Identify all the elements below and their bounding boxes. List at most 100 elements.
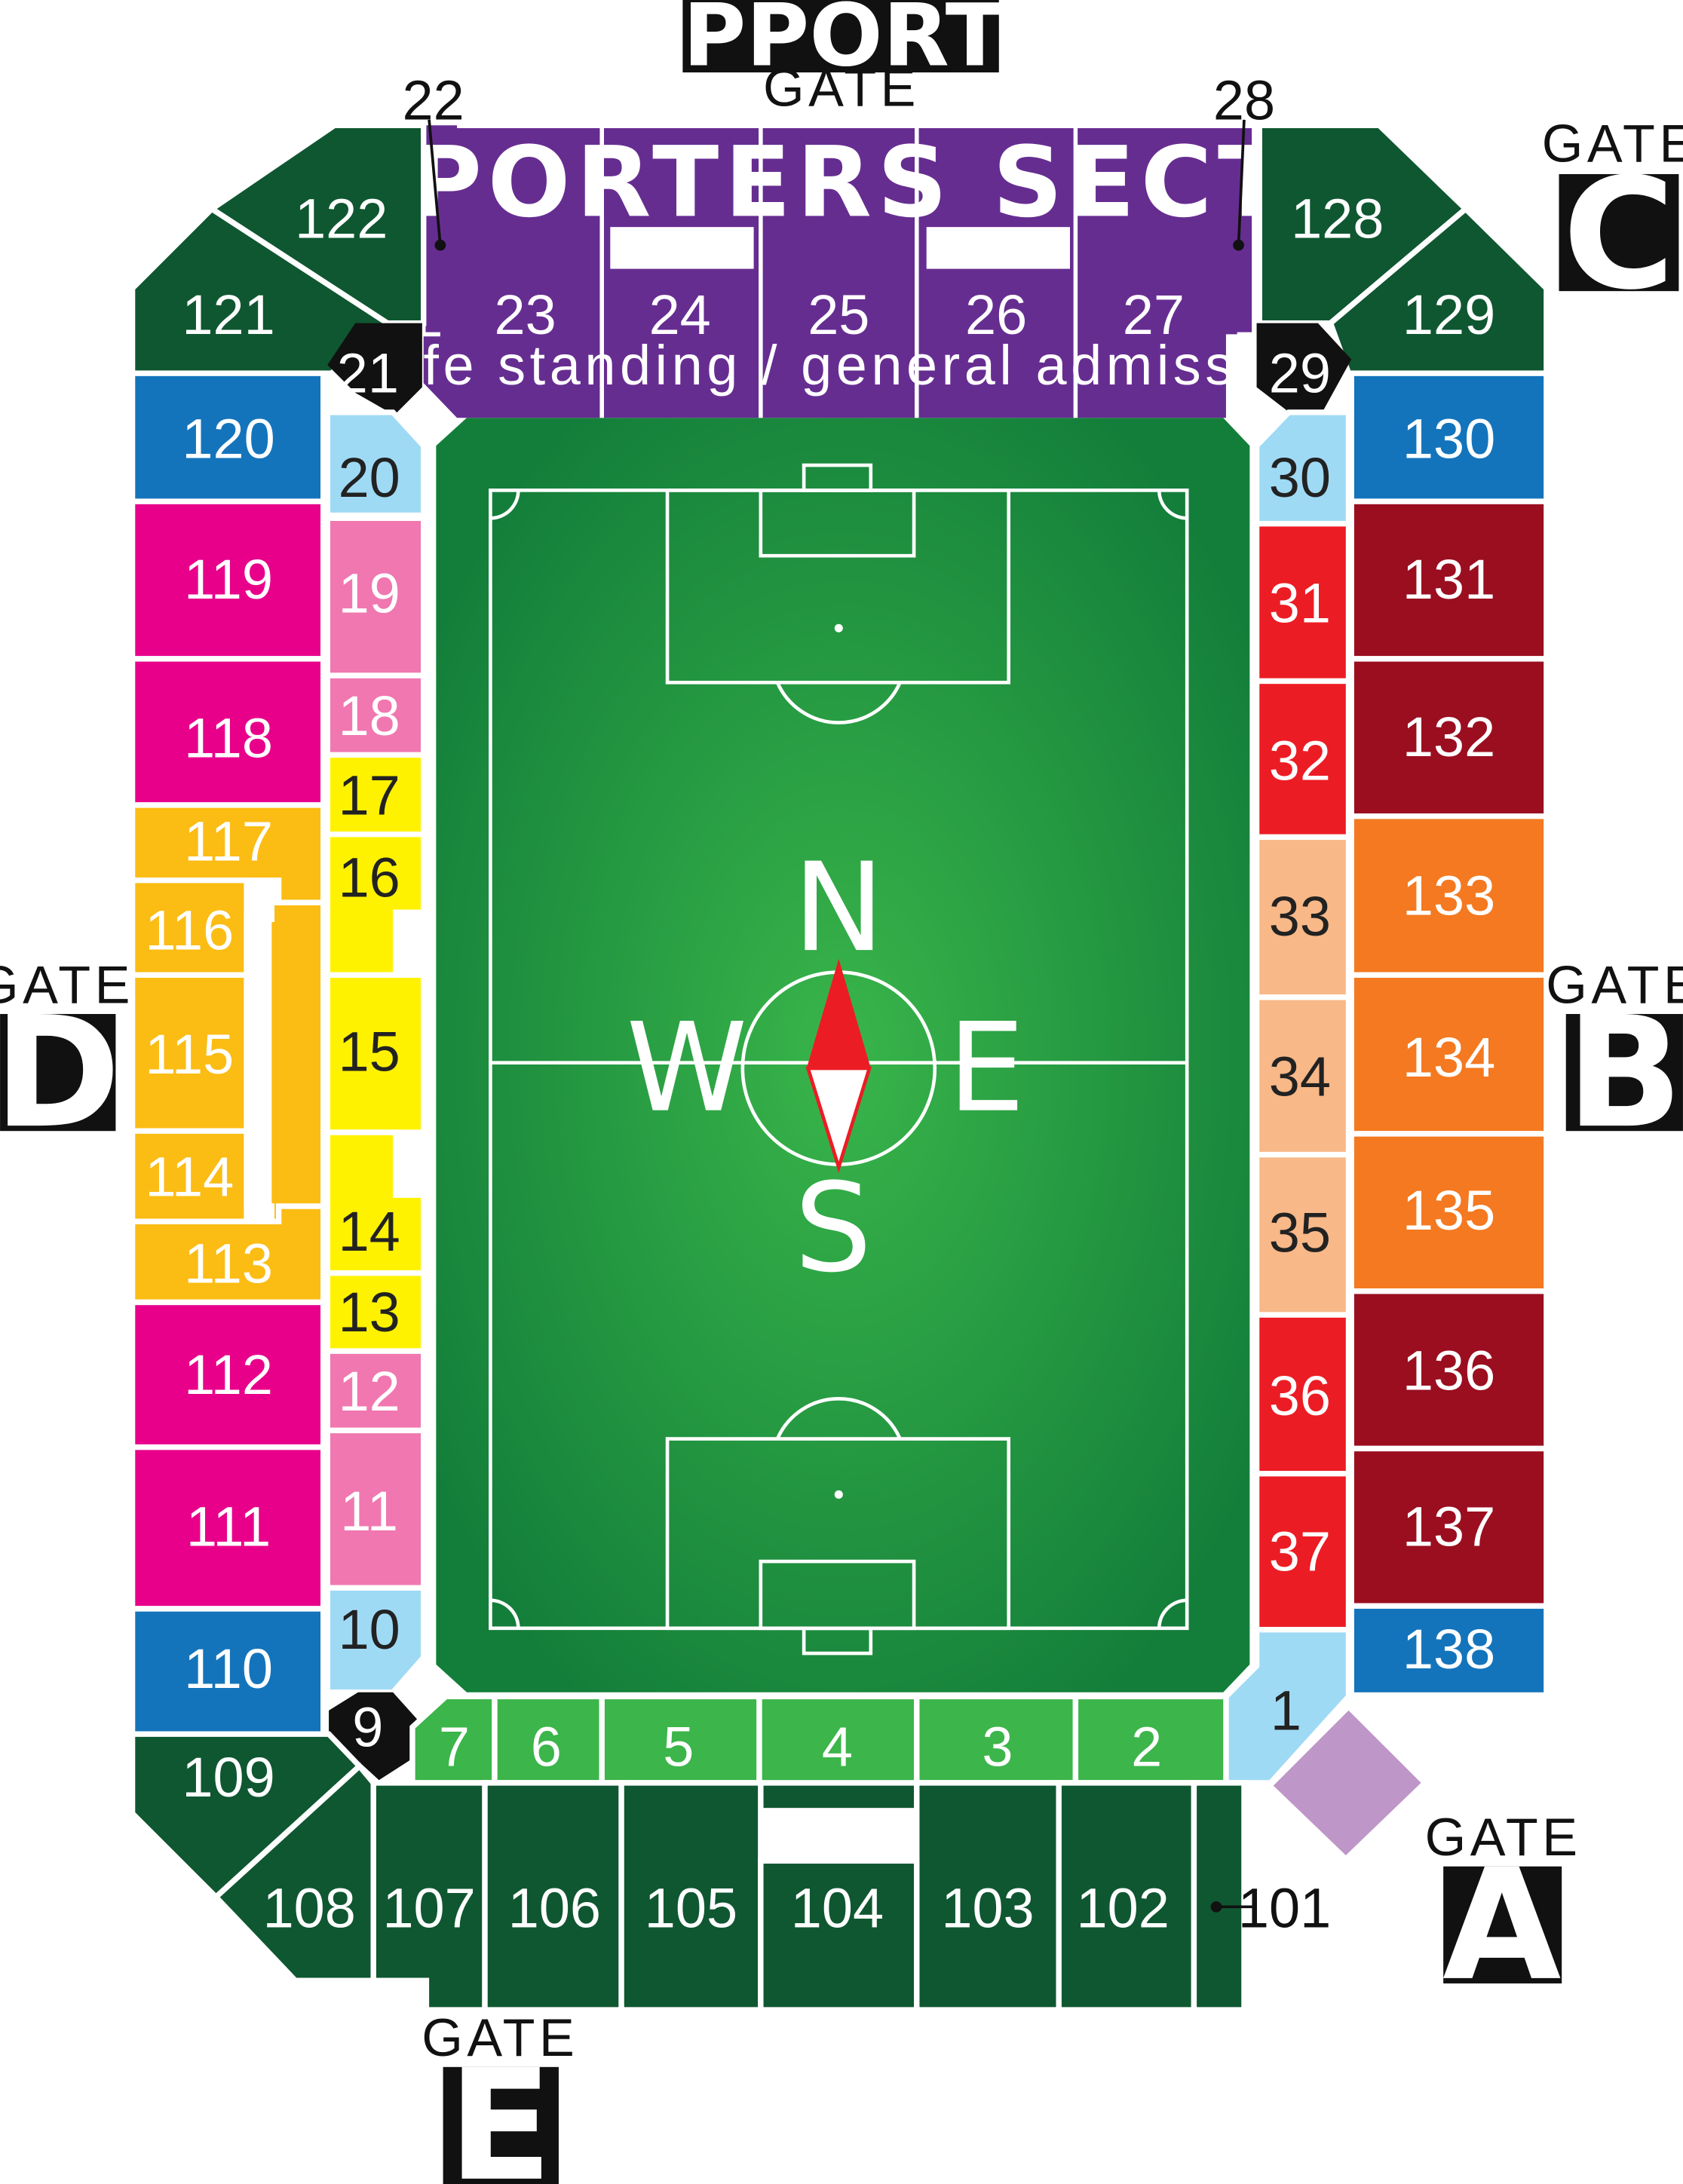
section-15[interactable]: 15 [324,972,427,1135]
section-3[interactable]: 3 [914,1693,1079,1786]
section-138[interactable]: 138 [1348,1603,1550,1698]
section-131[interactable]: 131 [1348,498,1550,662]
plaza-area [1273,1710,1421,1855]
section-103-label: 103 [941,1877,1034,1940]
section-133-label: 133 [1402,864,1495,927]
section-108[interactable]: 108 [212,1762,376,1983]
section-36[interactable]: 36 [1253,1312,1352,1477]
section-130[interactable]: 130 [1348,370,1550,504]
gate-d-letter: D [0,983,121,1162]
section-9[interactable]: 9 [329,1692,418,1781]
section-109[interactable]: 109 [129,1731,364,1901]
section-37[interactable]: 37 [1253,1471,1352,1633]
section-135[interactable]: 135 [1348,1131,1550,1294]
section-21[interactable]: 21 [327,323,422,415]
section-12[interactable]: 12 [324,1348,427,1434]
section-17[interactable]: 17 [324,752,427,838]
section-110[interactable]: 110 [129,1606,326,1737]
section-136-label: 136 [1402,1340,1495,1402]
section-32[interactable]: 32 [1253,678,1352,841]
section-114[interactable]: 114 [129,1128,250,1225]
section-31[interactable]: 31 [1253,520,1352,685]
section-102[interactable]: 102 [1056,1780,1197,2013]
section-116[interactable]: 116 [129,877,250,978]
section-10-label: 10 [339,1598,400,1661]
section-137[interactable]: 137 [1348,1445,1550,1609]
section-108-label: 108 [263,1877,356,1940]
section-118[interactable]: 118 [129,656,326,808]
section-2[interactable]: 2 [1072,1693,1229,1786]
section-36-label: 36 [1269,1365,1331,1427]
section-132[interactable]: 132 [1348,656,1550,819]
gate-b[interactable]: GATE B [1546,954,1683,1162]
section-105[interactable]: 105 [618,1780,764,2013]
section-132-label: 132 [1402,706,1495,768]
section-113[interactable]: 113 [129,1203,326,1306]
section-112[interactable]: 112 [129,1299,326,1450]
gate-a[interactable]: GATE A [1425,1807,1582,2014]
section-107[interactable]: 107 [370,1780,488,2013]
section-35[interactable]: 35 [1253,1151,1352,1318]
section-138-label: 138 [1402,1618,1495,1680]
section-5[interactable]: 5 [599,1693,762,1786]
section-103[interactable]: 103 [914,1780,1062,2013]
section-101-callout: 101 [1238,1877,1331,1940]
supporter-banner-label: SUPPORTER [550,0,1130,87]
section-6[interactable]: 6 [492,1693,605,1786]
section-104[interactable]: 104 [758,1858,920,2013]
section-4-label: 4 [822,1715,853,1778]
section-7[interactable]: 7 [409,1693,498,1786]
section-111-label: 111 [186,1495,271,1558]
section-105-label: 105 [645,1877,737,1940]
section-31-label: 31 [1269,572,1331,635]
section-30[interactable]: 30 [1253,409,1352,527]
section-101[interactable] [1191,1780,1247,2013]
section-18[interactable]: 18 [324,672,427,758]
section-106[interactable]: 106 [482,1780,624,2013]
section-34[interactable]: 34 [1253,994,1352,1158]
section-115-label: 115 [145,1023,234,1086]
section-9-label: 9 [352,1695,383,1758]
section-121[interactable]: 121 [129,205,392,376]
section-4[interactable]: 4 [756,1693,920,1786]
section-10[interactable]: 10 [324,1585,427,1695]
section-128[interactable]: 128 [1256,122,1470,326]
section-106-label: 106 [508,1877,601,1940]
gate-e[interactable]: GATE E [422,2008,578,2184]
section-21-label: 21 [337,342,399,405]
section-136[interactable]: 136 [1348,1288,1550,1452]
section-28-callout: 28 [1213,69,1275,132]
section-133[interactable]: 133 [1348,813,1550,978]
section-115[interactable]: 115 [129,972,250,1134]
section-134-label: 134 [1402,1026,1495,1089]
section-19[interactable]: 19 [324,515,427,678]
section-1[interactable]: 1 [1223,1626,1352,1786]
section-15-label: 15 [339,1020,400,1083]
section-134[interactable]: 134 [1348,972,1550,1137]
section-119[interactable]: 119 [129,498,326,662]
section-137-label: 137 [1402,1495,1495,1558]
section-120[interactable]: 120 [129,370,326,504]
section-16[interactable]: 16 [324,832,427,978]
gate-d-label: GATE [0,954,134,1014]
section-2-label: 2 [1131,1715,1162,1778]
section-13-label: 13 [339,1281,400,1343]
section-11-label: 11 [340,1480,398,1542]
section-20[interactable]: 20 [324,409,427,519]
section-33-label: 33 [1269,885,1331,948]
section-12-label: 12 [339,1360,400,1423]
gate-d[interactable]: GATE D [0,954,134,1162]
section-14-label: 14 [339,1200,400,1263]
section-131-label: 131 [1402,548,1495,611]
section-11[interactable]: 11 [324,1427,427,1591]
section-107-label: 107 [382,1877,475,1940]
section-33[interactable]: 33 [1253,834,1352,1000]
gate-c[interactable]: GATE C [1542,113,1683,323]
section-13[interactable]: 13 [324,1270,427,1354]
section-14[interactable]: 14 [324,1129,427,1276]
compass-south-label: S [794,1157,872,1300]
section-29[interactable]: 29 [1256,323,1352,415]
press-box-strip [763,1785,915,1809]
section-24-label: 24 [649,283,711,346]
section-111[interactable]: 111 [129,1444,326,1612]
